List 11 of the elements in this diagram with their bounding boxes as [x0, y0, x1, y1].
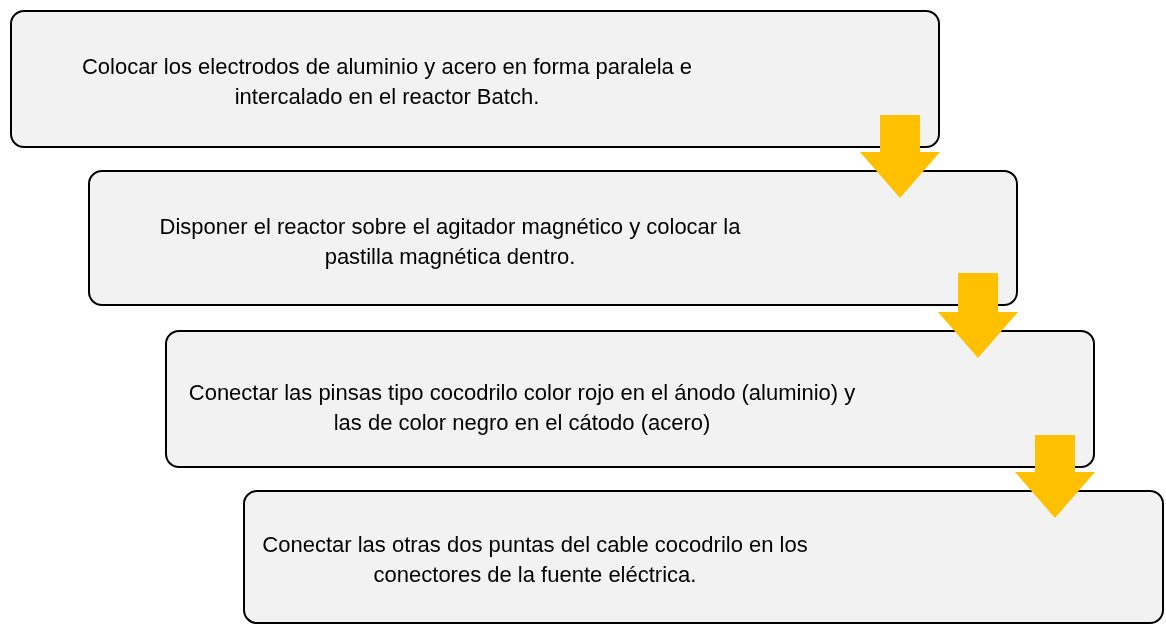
block-arrow	[1015, 435, 1095, 518]
block-arrow	[860, 115, 940, 198]
block-arrow	[938, 273, 1018, 358]
step-box	[10, 10, 940, 148]
step-box	[88, 170, 1018, 306]
step-box	[165, 330, 1095, 468]
step-text: Conectar las otras dos puntas del cable cocodrilo en los conectores de la fuente eléctrica.	[261, 531, 809, 589]
step-text: Disponer el reactor sobre el agitador magnético y colocar la pastilla magnética dentro.	[158, 213, 742, 271]
step-text: Colocar los electrodos de aluminio y acero en forma paralela e intercalado en el reactor Batch.	[80, 53, 694, 111]
step-box	[243, 490, 1164, 624]
step-text: Conectar las pinsas tipo cocodrilo color rojo en el ánodo (aluminio) y las de color negro en el cátodo (acero)	[187, 379, 857, 437]
